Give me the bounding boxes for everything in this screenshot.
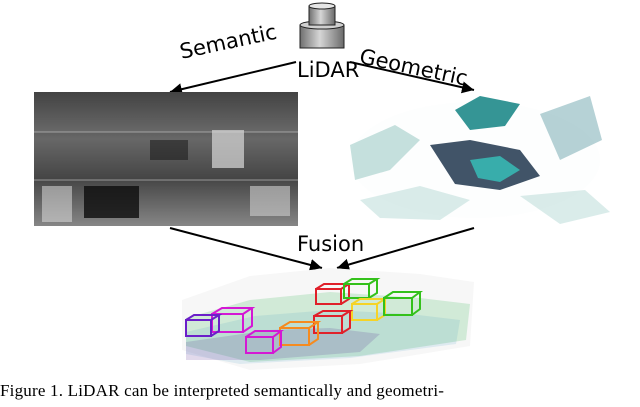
geometric-arrow xyxy=(349,61,475,94)
lidar-sensor-icon xyxy=(299,2,345,49)
detection-box-magenta-bottom xyxy=(245,330,284,354)
detection-box-green-right xyxy=(383,291,423,316)
fusion-point-cloud xyxy=(182,268,474,370)
semantic-arrow xyxy=(169,61,297,96)
figure-caption: Figure 1. LiDAR can be interpreted seman… xyxy=(0,381,445,400)
fusion-arrow-left xyxy=(169,227,323,271)
detection-box-green-top xyxy=(343,278,381,299)
detection-box-purple-left xyxy=(185,314,223,337)
fusion-arrow-right xyxy=(336,227,475,271)
point-cloud-panel xyxy=(350,96,610,224)
fusion-label: Fusion xyxy=(297,232,365,256)
lidar-label: LiDAR xyxy=(297,58,360,82)
range-image-panel xyxy=(34,92,298,226)
